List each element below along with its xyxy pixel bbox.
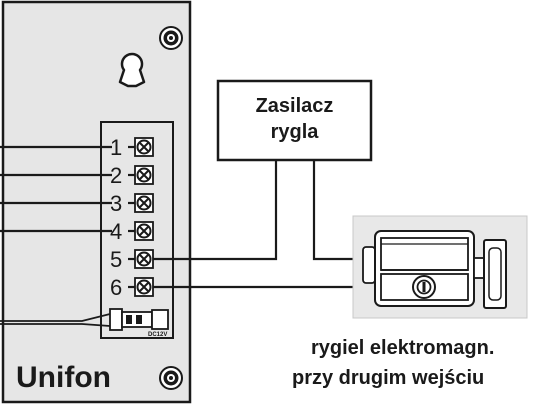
bottom-screw-icon (159, 366, 183, 390)
terminal-label-6: 6 (110, 275, 122, 300)
keyhole-mount-icon (118, 52, 146, 88)
electromagnetic-lock-icon (352, 215, 528, 319)
power-supply-label-line1: Zasilacz (256, 95, 334, 117)
top-screw-icon (159, 26, 183, 50)
terminal-label-2: 2 (110, 163, 122, 188)
terminal-screw-icon-6 (134, 277, 154, 297)
lock-caption-line2: przy drugim wejściu (292, 367, 484, 389)
dc12v-connector: DC12V (0, 308, 169, 338)
brand-unifon: Unifon (16, 361, 111, 394)
terminal-screw-icon-3 (134, 193, 154, 213)
dc12v-label: DC12V (148, 332, 167, 338)
terminal-label-5: 5 (110, 247, 122, 272)
wires-terminals-1-4 (0, 145, 135, 233)
terminal-screw-icon-2 (134, 165, 154, 185)
power-supply-box (216, 79, 373, 162)
wires-terminals-5-6 (128, 160, 362, 289)
terminal-label-3: 3 (110, 191, 122, 216)
terminal-screw-icon-5 (134, 249, 154, 269)
lock-caption-line1: rygiel elektromagn. (311, 337, 494, 359)
terminal-screw-icon-1 (134, 137, 154, 157)
terminal-label-1: 1 (110, 135, 122, 160)
power-supply-label-line2: rygla (271, 121, 320, 143)
terminal-screw-icon-4 (134, 221, 154, 241)
terminal-label-4: 4 (110, 219, 122, 244)
